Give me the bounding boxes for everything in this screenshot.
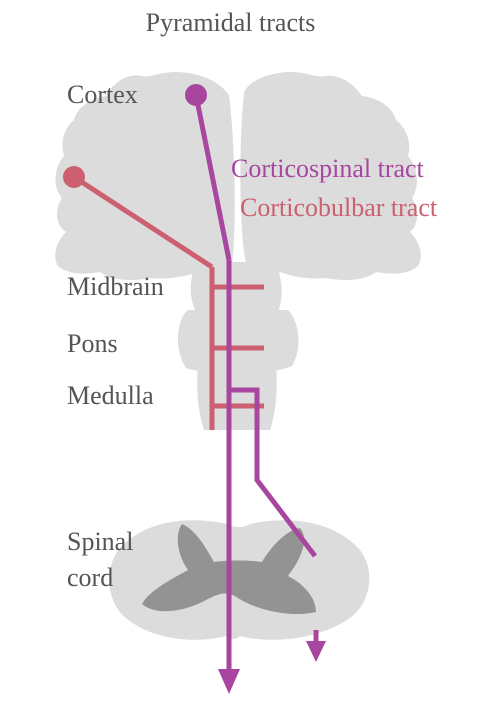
corticospinal-main-arrowhead bbox=[218, 669, 240, 694]
corticospinal-lateral-branch bbox=[229, 387, 317, 558]
midbrain-label: Midbrain bbox=[67, 272, 164, 301]
medulla-shape bbox=[197, 366, 277, 430]
corticospinal-descending-line bbox=[193, 94, 232, 261]
corticospinal-tract-label: Corticospinal tract bbox=[231, 154, 424, 183]
pons-label: Pons bbox=[67, 329, 118, 358]
right-hemisphere bbox=[240, 72, 421, 280]
left-hemisphere bbox=[55, 72, 235, 280]
cerebrum bbox=[55, 72, 421, 280]
spinal-cord-label-line2: cord bbox=[67, 563, 114, 592]
pons-shape bbox=[177, 310, 299, 374]
medulla-label: Medulla bbox=[67, 381, 154, 410]
corticobulbar-tract bbox=[63, 166, 264, 430]
corticobulbar-descending-line bbox=[72, 174, 214, 270]
corticobulbar-tract-label: Corticobulbar tract bbox=[240, 193, 438, 222]
cortex-label: Cortex bbox=[67, 80, 138, 109]
spinal-cord-label-line1: Spinal bbox=[67, 527, 134, 556]
corticospinal-tract bbox=[185, 84, 326, 694]
corticospinal-lateral-arrowhead bbox=[306, 641, 326, 662]
spinal-cord-label: Spinal cord bbox=[67, 524, 187, 596]
diagram-title: Pyramidal tracts bbox=[145, 8, 316, 37]
